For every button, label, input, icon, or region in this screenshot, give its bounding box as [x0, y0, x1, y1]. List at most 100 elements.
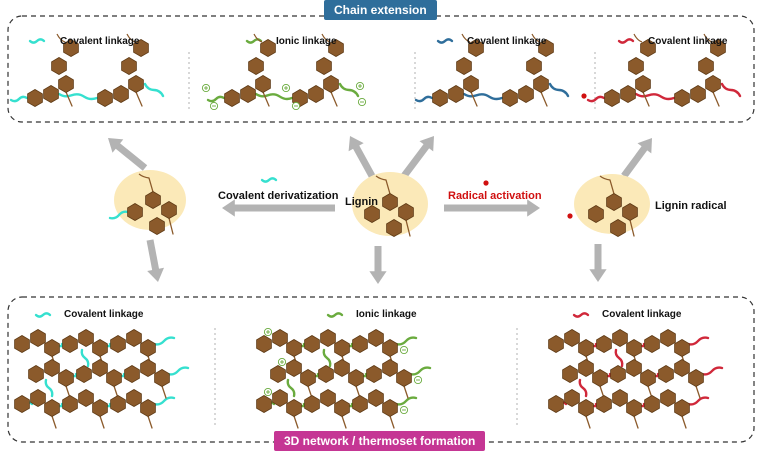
reaction-arrow-icon	[112, 140, 148, 171]
lignin-aromatic-ring-icon	[260, 39, 276, 57]
bond-line	[470, 91, 478, 107]
lignin-aromatic-ring-icon	[628, 57, 644, 75]
linker-chain-icon	[592, 402, 598, 408]
lignin-aromatic-ring-icon	[316, 57, 332, 75]
bottom-section-3-label: Covalent linkage	[602, 309, 682, 320]
lignin-label: Lignin	[345, 196, 378, 208]
linker-chain-icon	[9, 95, 29, 103]
arrow-head	[589, 269, 607, 282]
bond-line	[585, 415, 591, 429]
halos	[114, 170, 650, 236]
lignin-aromatic-ring-icon	[161, 201, 177, 219]
lignin-aromatic-ring-icon	[674, 359, 690, 377]
lignin-aromatic-ring-icon	[382, 339, 398, 357]
lignin-aromatic-ring-icon	[248, 57, 264, 75]
lignin-aromatic-ring-icon	[256, 395, 272, 413]
lignin-aromatic-ring-icon	[368, 389, 384, 407]
lignin-aromatic-ring-icon	[698, 57, 714, 75]
arrows	[108, 136, 652, 284]
linker-chain-icon	[436, 38, 454, 44]
lignin-aromatic-ring-icon	[564, 329, 580, 347]
lignin-aromatic-ring-icon	[596, 395, 612, 413]
reaction-arrow-icon	[621, 143, 650, 179]
bottom-section-1-label: Covalent linkage	[64, 309, 144, 320]
lignin-aromatic-ring-icon	[133, 39, 149, 57]
linker-chain-icon	[654, 372, 660, 378]
bond-line	[629, 219, 635, 237]
lignin-aromatic-ring-icon	[97, 89, 113, 107]
lignin-aromatic-ring-icon	[92, 359, 108, 377]
lignin-aromatic-ring-icon	[113, 85, 129, 103]
reaction-arrow-icon	[146, 239, 160, 275]
lignin-aromatic-ring-icon	[328, 39, 344, 57]
lignin-aromatic-ring-icon	[44, 399, 60, 417]
linker-chain-icon	[634, 92, 676, 101]
side-chain	[253, 33, 263, 43]
lignin-aromatic-ring-icon	[352, 395, 368, 413]
linker-chain-icon	[578, 378, 588, 398]
lignin-aromatic-ring-icon	[382, 399, 398, 417]
lignin-aromatic-ring-icon	[44, 359, 60, 377]
lignin-aromatic-ring-icon	[140, 339, 156, 357]
lignin-aromatic-ring-icon	[432, 89, 448, 107]
side-chain	[461, 33, 471, 43]
top-section-1-label: Covalent linkage	[60, 36, 140, 47]
side-chain	[126, 33, 136, 43]
linker-chain-icon	[44, 378, 54, 398]
lignin-aromatic-ring-icon	[43, 85, 59, 103]
lignin-aromatic-ring-icon	[304, 395, 320, 413]
linker-chain-icon	[606, 372, 612, 378]
lignin-aromatic-ring-icon	[272, 389, 288, 407]
linker-chain-icon	[120, 372, 126, 378]
lignin-radical-label: Lignin radical	[655, 200, 727, 212]
lignin-aromatic-ring-icon	[548, 335, 564, 353]
linker-chain-icon	[338, 82, 360, 98]
linker-chain-icon	[394, 396, 418, 406]
lignin-aromatic-ring-icon	[690, 85, 706, 103]
lignin-aromatic-ring-icon	[334, 399, 350, 417]
lignin-aromatic-ring-icon	[562, 365, 578, 383]
linker-chain-icon	[617, 38, 635, 44]
lignin-aromatic-ring-icon	[548, 395, 564, 413]
lignin-aromatic-ring-icon	[674, 339, 690, 357]
lignin-aromatic-ring-icon	[154, 369, 170, 387]
bond-line	[405, 219, 411, 237]
linker-chain-icon	[143, 82, 165, 98]
linker-chain-icon	[700, 366, 724, 376]
linker-chain-icon	[108, 210, 130, 220]
lignin-aromatic-ring-icon	[658, 365, 674, 383]
lignin-aromatic-ring-icon	[106, 369, 122, 387]
thermoset-formation-banner: 3D network / thermoset formation	[274, 431, 486, 451]
hexagons	[14, 39, 726, 417]
lignin-aromatic-ring-icon	[640, 369, 656, 387]
linker-chain-icon	[348, 342, 354, 348]
linker-chain-icon	[314, 372, 320, 378]
bond-line	[65, 91, 73, 107]
lignin-aromatic-ring-icon	[635, 75, 651, 93]
lignin-aromatic-ring-icon	[396, 369, 412, 387]
lignin-aromatic-ring-icon	[14, 335, 30, 353]
bond-line	[51, 415, 57, 429]
lignin-aromatic-ring-icon	[124, 365, 140, 383]
linker-chain-icon	[166, 366, 190, 376]
bond-line	[642, 91, 650, 107]
top-section-2-label: Ionic linkage	[276, 36, 337, 47]
lignin-aromatic-ring-icon	[533, 75, 549, 93]
lignin-aromatic-ring-icon	[140, 399, 156, 417]
arrow-head	[222, 199, 235, 217]
arrow-head	[147, 267, 164, 282]
linker-chain-icon	[72, 372, 78, 378]
linker-chain-icon	[640, 402, 646, 408]
chain-extension-banner: Chain extension	[324, 0, 437, 20]
lignin-aromatic-ring-icon	[626, 339, 642, 357]
linker-chain-icon	[206, 95, 226, 103]
lignin-aromatic-ring-icon	[256, 335, 272, 353]
lignin-aromatic-ring-icon	[604, 89, 620, 107]
linker-chain-icon	[348, 402, 354, 408]
lignin-aromatic-ring-icon	[710, 39, 726, 57]
lignin-aromatic-ring-icon	[348, 369, 364, 387]
lignin-aromatic-ring-icon	[224, 89, 240, 107]
lignin-aromatic-ring-icon	[334, 359, 350, 377]
linker-chain-icon	[720, 82, 742, 98]
arrow-head	[108, 138, 124, 153]
